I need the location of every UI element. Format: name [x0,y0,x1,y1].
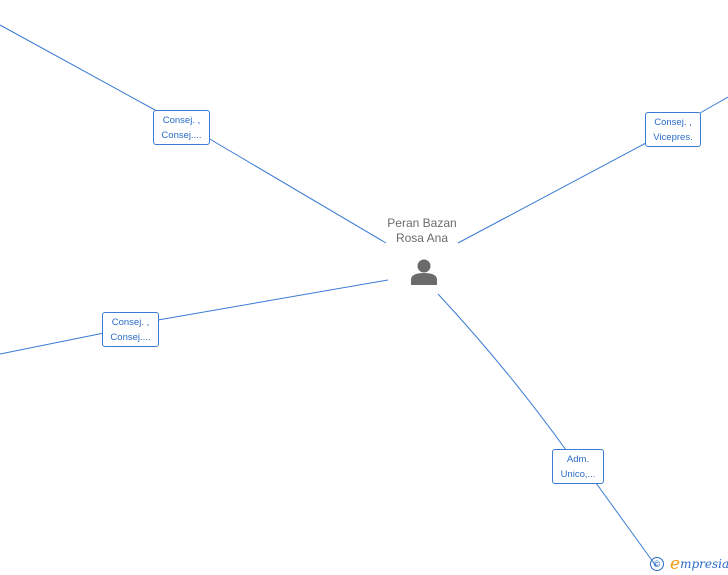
brand-logo-initial: e [670,554,681,574]
person-icon[interactable] [409,257,439,287]
relation-role-line1: Consej. , [162,115,201,126]
relation-role-line1: Consej. , [654,117,692,128]
edge-top-left [0,24,156,111]
relation-role-line1: Consej. , [111,317,150,328]
edge-left-to-center [157,279,389,321]
edge-bottom-right-to-center [437,293,567,451]
relation-role-line2: Consej.... [110,332,151,343]
edge-left [0,332,105,355]
edge-top-right-to-center [457,142,647,244]
relation-box-top-right[interactable]: Consej. , Vicepres. [645,112,701,147]
relation-box-bottom-right[interactable]: Adm. Unico,... [552,449,604,484]
brand-logo-text: mpresia [680,557,728,571]
copyright-icon: © [650,557,664,571]
relation-box-left[interactable]: Consej. , Consej.... [102,312,159,347]
relation-box-top-left[interactable]: Consej. , Consej.... [153,110,210,145]
edge-top-left-to-center [207,137,387,244]
brand-watermark: © e mpresia [650,554,728,574]
relation-role-line2: Vicepres. [653,132,693,143]
center-person-name-line2: Rosa Ana [395,231,449,245]
center-person-name-line1: Peran Bazan [387,216,457,230]
relation-role-line1: Adm. [566,454,590,465]
edge-top-right [699,96,728,114]
relation-role-line2: Unico,... [560,469,596,480]
relation-role-line2: Consej.... [161,130,202,141]
edge-bottom-right [595,482,657,567]
center-person-name[interactable]: Peran Bazan Rosa Ana [372,216,472,246]
